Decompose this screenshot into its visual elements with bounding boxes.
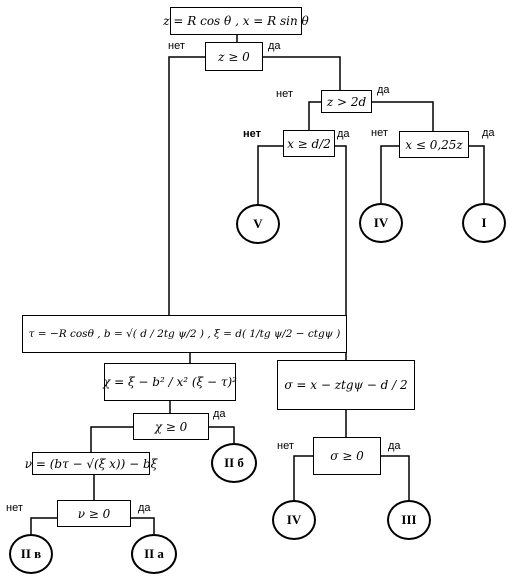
terminal-II-a-label: II а — [144, 546, 164, 561]
terminal-I: I — [462, 203, 506, 243]
terminal-IV-top: IV — [359, 203, 403, 243]
nu-formula-box: ν = (bτ − √(ξ x)) − bξ — [25, 452, 157, 475]
decision-x-le-025z: x ≤ 0,25z — [399, 131, 469, 158]
terminal-II-b: II б — [211, 443, 257, 483]
label-yes-z-ge-0: да — [268, 40, 281, 52]
decision-z-gt-2d-text: z > 2d — [326, 94, 367, 109]
label-no-x-ge-d2: нет — [243, 128, 262, 140]
decision-z-ge-0-text: z ≥ 0 — [218, 49, 250, 64]
decision-chi-ge-0-text: χ ≥ 0 — [154, 419, 188, 434]
label-yes-x-ge-d2: да — [337, 128, 350, 140]
terminal-I-label: I — [481, 215, 487, 230]
chi-formula-box: χ = ξ − b² / x² (ξ − τ)² — [103, 363, 237, 401]
decision-sigma-ge-0: σ ≥ 0 — [313, 437, 381, 475]
decision-x-ge-d2: x ≥ d/2 — [283, 130, 335, 157]
terminal-IV-bottom: IV — [272, 500, 316, 540]
decision-nu-ge-0: ν ≥ 0 — [57, 500, 131, 527]
decision-z-ge-0: z ≥ 0 — [205, 42, 263, 71]
terminal-II-a: II а — [131, 534, 177, 574]
terminal-IV-top-label: IV — [373, 215, 389, 230]
label-no-x-le-025z: нет — [371, 127, 388, 139]
decision-x-ge-d2-text: x ≥ d/2 — [287, 136, 331, 151]
label-yes-chi-ge-0: да — [213, 408, 226, 420]
decision-z-gt-2d: z > 2d — [321, 90, 372, 113]
label-yes-x-le-025z: да — [482, 127, 495, 139]
decision-x-le-025z-text: x ≤ 0,25z — [405, 137, 463, 152]
label-no-z-ge-0: нет — [168, 40, 185, 52]
terminal-V-label: V — [253, 216, 263, 231]
label-no-z-gt-2d: нет — [276, 88, 293, 100]
sigma-formula-box: σ = x − ztgψ − d / 2 — [277, 360, 415, 410]
nu-formula: ν = (bτ − √(ξ x)) − bξ — [24, 456, 158, 471]
decision-nu-ge-0-text: ν ≥ 0 — [77, 506, 111, 521]
terminal-II-v-label: II в — [20, 546, 42, 561]
label-no-nu-ge-0: нет — [6, 502, 23, 514]
terminal-IV-bottom-label: IV — [286, 512, 302, 527]
init-box: z = R cos θ , x = R sin θ — [163, 7, 309, 35]
label-yes-nu-ge-0: да — [138, 502, 151, 514]
label-no-sigma-ge-0: нет — [277, 440, 294, 452]
tau-formula-box: τ = −R cosθ , b = √( d / 2tg ψ/2 ) , ξ =… — [22, 315, 347, 353]
decision-sigma-ge-0-text: σ ≥ 0 — [330, 449, 364, 463]
label-yes-z-gt-2d: да — [377, 84, 390, 96]
tau-formula: τ = −R cosθ , b = √( d / 2tg ψ/2 ) , ξ =… — [28, 328, 341, 340]
init-formula: z = R cos θ , x = R sin θ — [163, 14, 309, 28]
terminal-III-label: III — [401, 512, 417, 527]
terminal-III: III — [387, 500, 431, 540]
chi-formula: χ = ξ − b² / x² (ξ − τ)² — [103, 375, 237, 389]
terminal-V: V — [236, 204, 280, 244]
sigma-formula: σ = x − ztgψ − d / 2 — [284, 378, 408, 392]
decision-chi-ge-0: χ ≥ 0 — [133, 413, 209, 440]
terminal-II-v: II в — [9, 534, 53, 574]
terminal-II-b-label: II б — [224, 455, 244, 470]
label-yes-sigma-ge-0: да — [388, 440, 401, 452]
